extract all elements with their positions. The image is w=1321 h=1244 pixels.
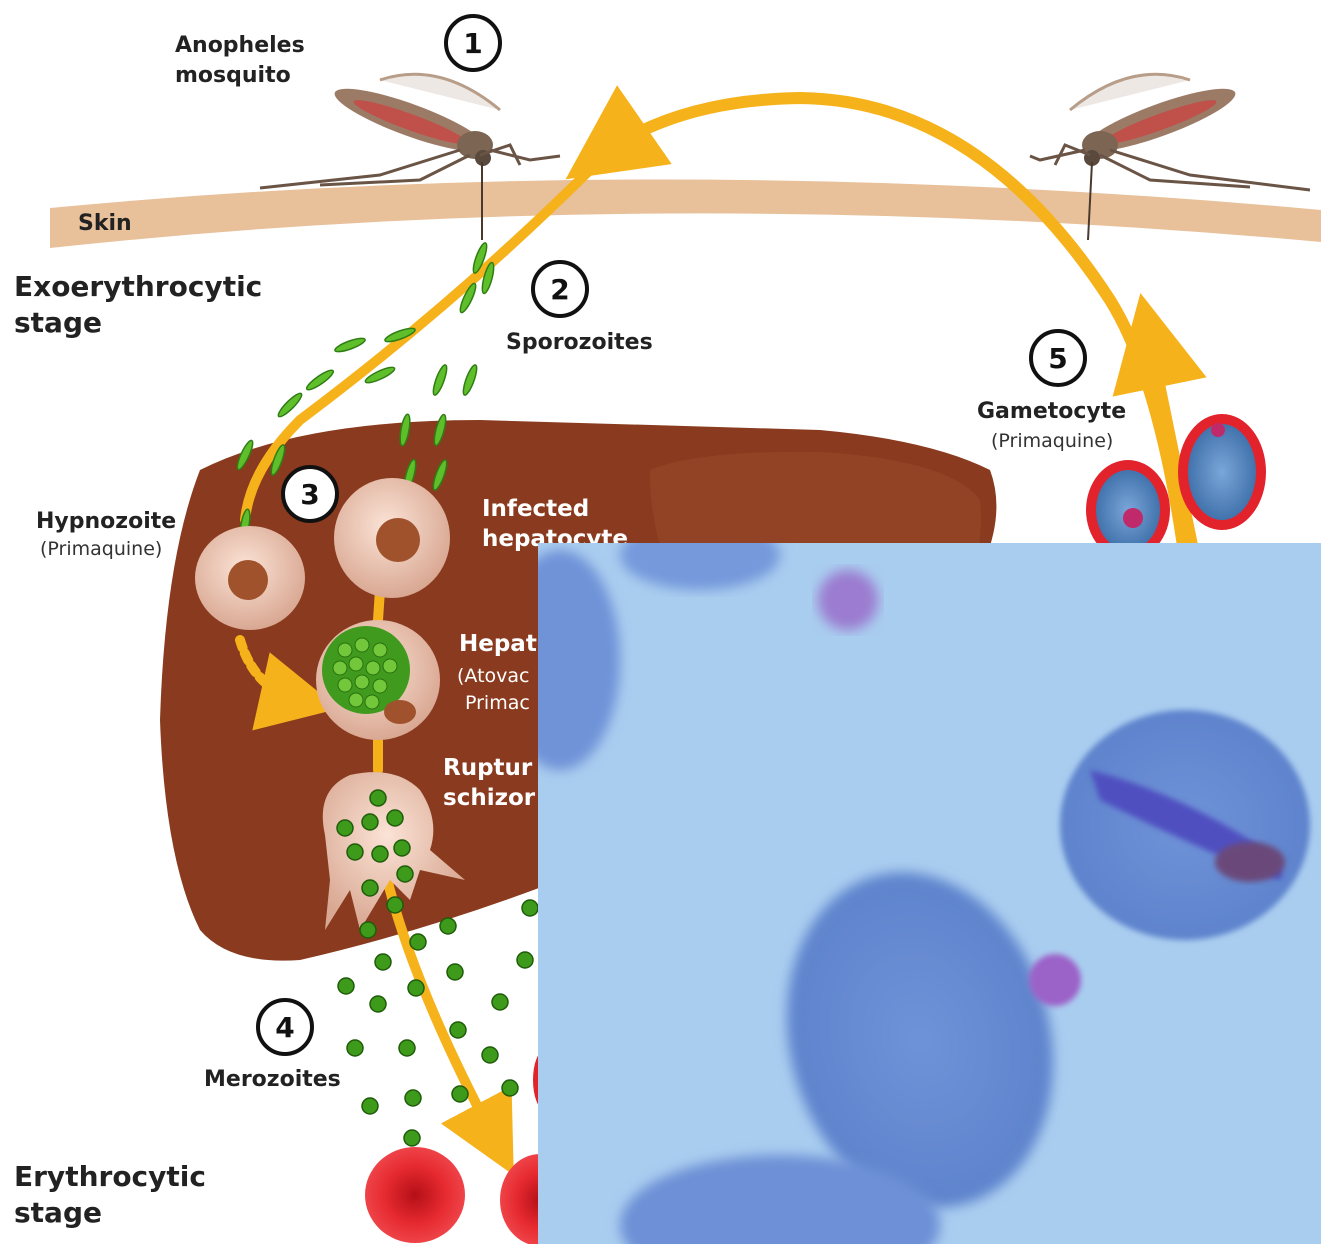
hepatic-schizont-label: Hepat: [459, 631, 537, 657]
svg-text:4: 4: [275, 1011, 294, 1044]
svg-text:2: 2: [550, 273, 569, 306]
exo-stage-label-line1: Exoerythrocytic: [14, 270, 262, 303]
ruptured-schizont-label-line1: Ruptur: [443, 755, 533, 781]
step-2-marker: 2: [533, 262, 587, 316]
ery-stage-label-line1: Erythrocytic: [14, 1160, 206, 1193]
svg-text:1: 1: [463, 27, 482, 60]
infected-hepatocyte-label-line1: Infected: [482, 496, 589, 522]
micrograph-image: [500, 520, 1321, 1244]
hepatic-drug-label-line1: (Atovac: [457, 665, 529, 687]
gametocyte-label: Gametocyte: [977, 399, 1126, 424]
mosquito-label-line2: mosquito: [175, 63, 291, 88]
step-1-marker: 1: [446, 16, 500, 70]
ery-stage-label-line2: stage: [14, 1196, 102, 1229]
skin-band: [50, 179, 1321, 248]
hepatic-drug-label-line2: Primac: [465, 692, 530, 714]
sporozoites-label: Sporozoites: [506, 330, 653, 355]
ruptured-schizont-label-line2: schizor: [443, 785, 536, 811]
hypnozoite-label: Hypnozoite: [36, 509, 176, 534]
merozoites-label: Merozoites: [204, 1067, 341, 1092]
mosquito-label-line1: Anopheles: [175, 33, 305, 58]
svg-text:3: 3: [300, 478, 319, 511]
hypnozoite-drug-label: (Primaquine): [40, 538, 162, 560]
skin-label: Skin: [78, 211, 132, 236]
svg-text:5: 5: [1048, 342, 1067, 375]
exo-stage-label-line2: stage: [14, 306, 102, 339]
gametocyte-drug-label: (Primaquine): [991, 430, 1113, 452]
step-3-marker: 3: [283, 467, 337, 521]
step-4-marker: 4: [258, 1000, 312, 1054]
step-5-marker: 5: [1031, 331, 1085, 385]
